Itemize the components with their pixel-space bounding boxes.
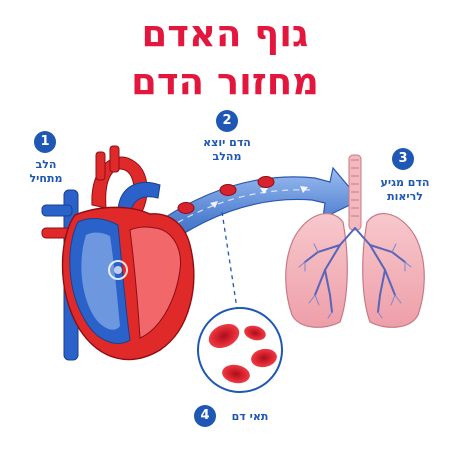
step-4-label: תאי דם — [231, 410, 269, 423]
step-1-badge: 1 — [34, 131, 56, 153]
blood-vessel-arrow-icon — [117, 166, 361, 273]
step-2-badge: 2 — [216, 110, 238, 132]
step-3-badge: 3 — [392, 148, 414, 170]
page-title-line2: מחזור הדם — [131, 60, 319, 103]
lungs-icon — [285, 154, 425, 328]
step-1-label: הלב מתחיל — [29, 158, 63, 185]
step-3-label: הדם מגיע לריאות — [380, 176, 430, 203]
step-4-badge: 4 — [194, 405, 216, 427]
red-blood-cells-icon — [197, 307, 283, 393]
page-title-line1: גוף האדם — [141, 12, 309, 55]
heart-icon — [41, 145, 195, 361]
connector-line — [221, 211, 239, 316]
step-2-label: הדם יוצא מהלב — [203, 136, 251, 163]
